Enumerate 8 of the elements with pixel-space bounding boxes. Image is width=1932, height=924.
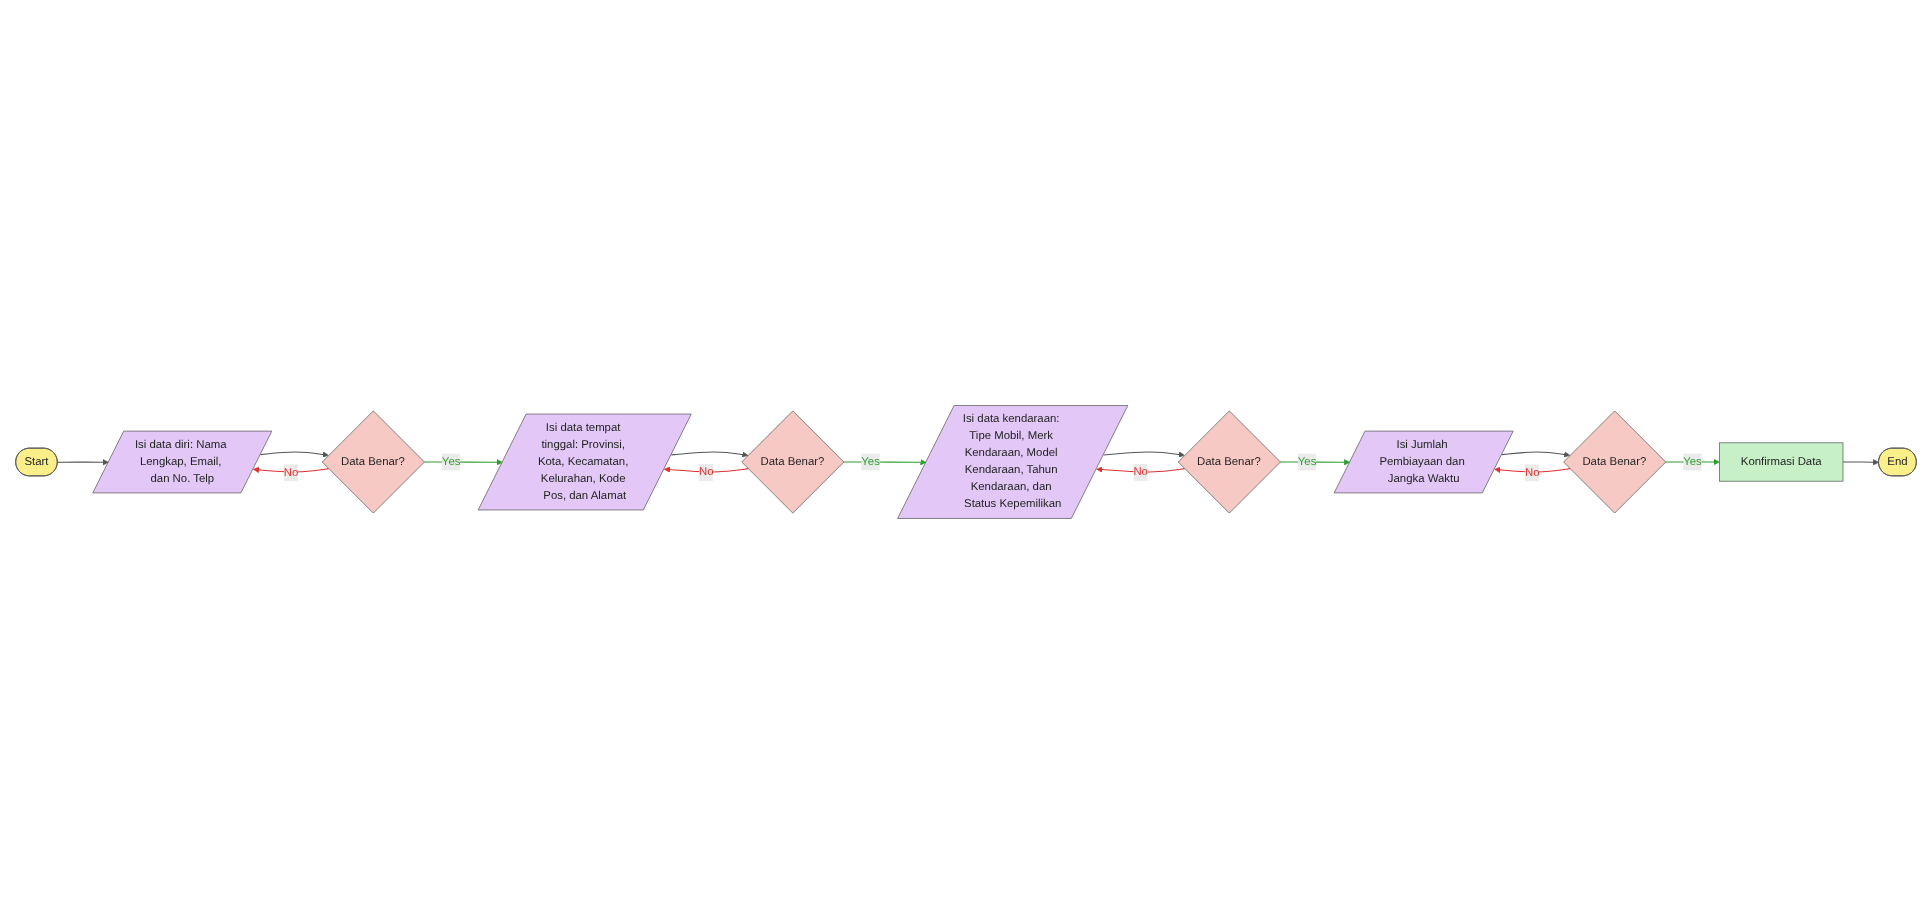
arrow [1842,459,1880,466]
arrow [663,466,749,473]
arrow [57,459,109,466]
arrow [1501,451,1571,458]
arrow [1096,466,1186,473]
arrow [1103,451,1185,458]
arrow [670,451,749,458]
arrow [260,451,329,458]
